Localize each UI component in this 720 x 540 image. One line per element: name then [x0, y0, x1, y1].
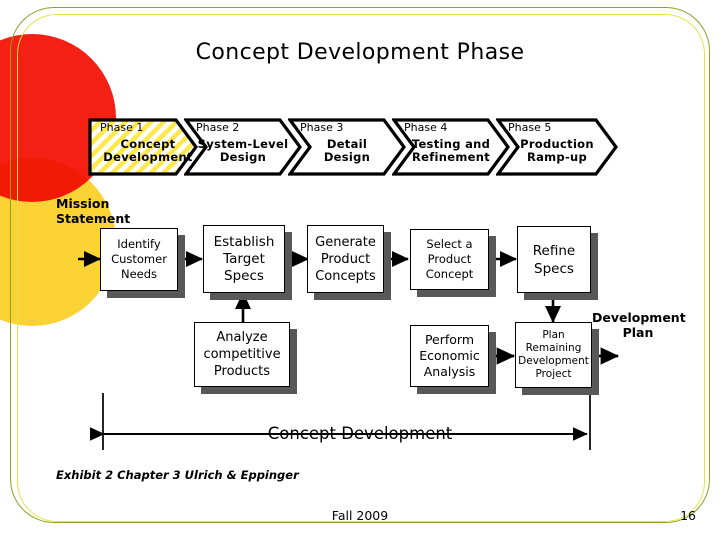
phase-1-number: Phase 1: [100, 121, 144, 134]
phase-2-number: Phase 2: [196, 121, 240, 134]
footer-page-number: 16: [680, 508, 696, 523]
decorative-circles: [0, 0, 130, 400]
footer-term: Fall 2009: [331, 508, 389, 523]
phase-5-number: Phase 5: [508, 121, 552, 134]
exhibit-credit: Exhibit 2 Chapter 3 Ulrich & Eppinger: [56, 468, 299, 482]
phase-4-number: Phase 4: [404, 121, 448, 134]
phase-3-number: Phase 3: [300, 121, 344, 134]
page-title: Concept Development Phase: [195, 40, 525, 65]
